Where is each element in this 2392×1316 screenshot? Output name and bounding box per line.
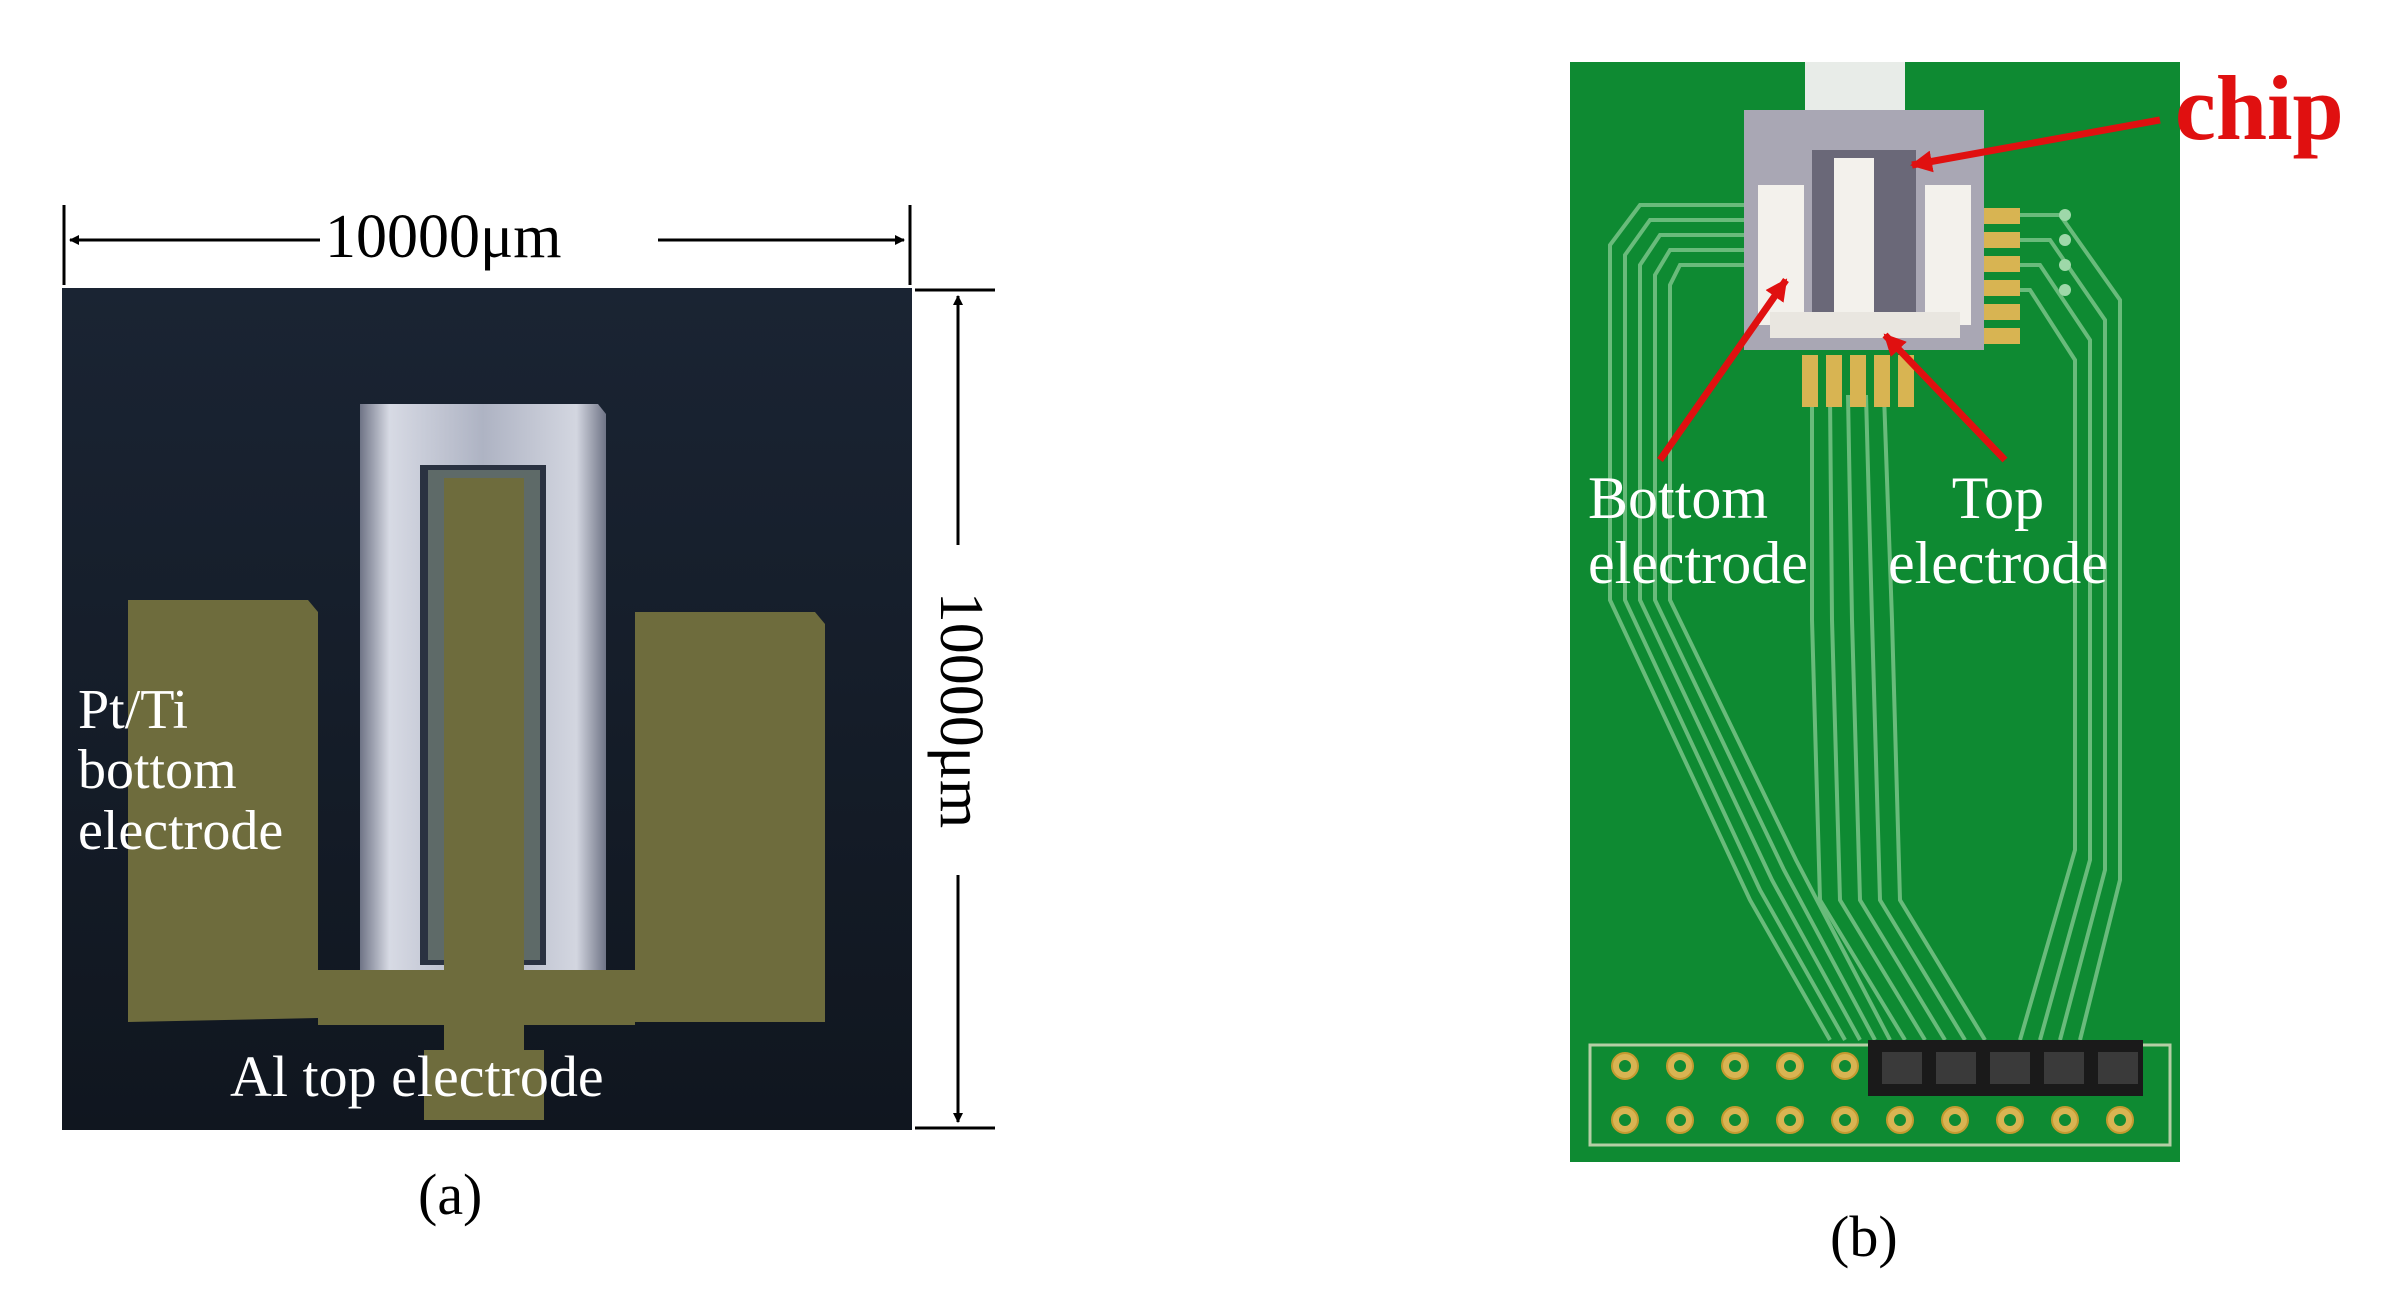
top-electrode-label: Top electrode <box>1888 466 2108 596</box>
label-line-2: electrode <box>1888 529 2108 596</box>
label-line-1: Top <box>1951 465 2045 531</box>
pt-ti-bottom-electrode-label: Pt/Ti bottom electrode <box>78 679 284 862</box>
height-dimension-label: 10000μm <box>927 545 995 875</box>
label-line-3: electrode <box>78 799 284 862</box>
label-line-1: Pt/Ti <box>78 679 189 741</box>
chip-photo-a <box>62 205 995 1130</box>
width-dimension-label: 10000μm <box>325 203 562 271</box>
right-bottom-electrode <box>635 612 825 1022</box>
label-line-2: electrode <box>1588 529 1808 596</box>
caption-b: (b) <box>1830 1204 1898 1269</box>
pcb-photo-b <box>1570 62 2180 1162</box>
top-electrode-stem <box>444 478 524 1098</box>
top-electrode-arrow <box>1882 332 2008 463</box>
caption-a: (a) <box>418 1162 483 1227</box>
label-line-1: Bottom <box>1588 465 1769 531</box>
left-bottom-electrode <box>128 600 318 1022</box>
bottom-electrode-arrow <box>1657 277 1789 463</box>
chip-label: chip <box>2175 57 2344 159</box>
al-top-electrode-label: Al top electrode <box>230 1044 604 1109</box>
chip-arrow <box>1910 116 2161 173</box>
label-line-2: bottom <box>78 739 237 802</box>
bottom-electrode-label: Bottom electrode <box>1588 466 1808 596</box>
